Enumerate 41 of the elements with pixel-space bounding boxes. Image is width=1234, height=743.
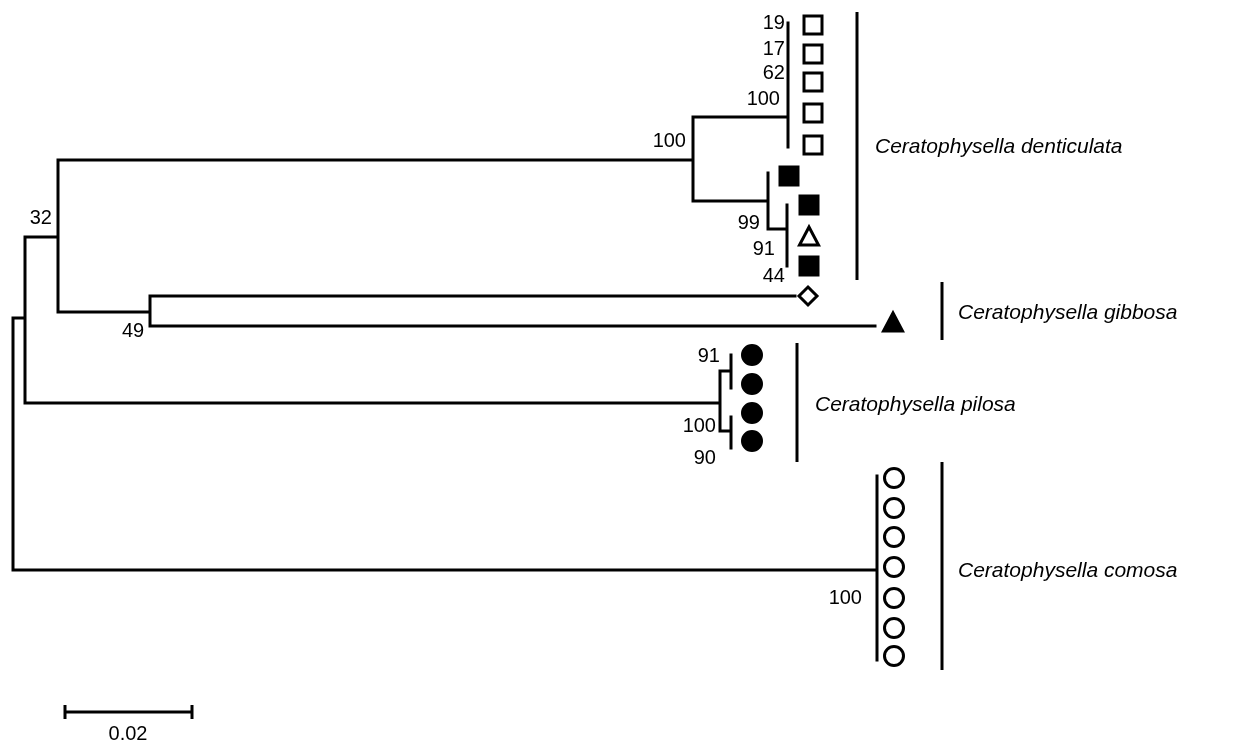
bootstrap-value: 32	[29, 207, 52, 227]
bootstrap-value: 100	[682, 415, 716, 435]
hollow-box-marker	[802, 134, 824, 156]
hollow-box-marker	[802, 14, 824, 36]
solid-triangle-marker	[882, 311, 904, 333]
solid-circle-marker	[741, 402, 763, 424]
hollow-triangle-marker	[798, 225, 820, 247]
solid-circle-marker	[741, 344, 763, 366]
bootstrap-value: 100	[828, 587, 862, 607]
hollow-box-marker	[802, 43, 824, 65]
solid-circle-marker	[741, 373, 763, 395]
solid-box-marker	[798, 194, 820, 216]
solid-circle-marker	[741, 430, 763, 452]
hollow-circle-marker	[883, 556, 905, 578]
hollow-circle-marker	[883, 497, 905, 519]
bootstrap-value: 17	[762, 38, 785, 58]
bootstrap-value: 99	[737, 212, 760, 232]
bootstrap-value: 62	[762, 62, 785, 82]
bootstrap-value: 91	[697, 345, 720, 365]
hollow-circle-marker	[883, 617, 905, 639]
hollow-circle-marker	[883, 526, 905, 548]
hollow-circle-marker	[883, 587, 905, 609]
hollow-box-marker	[802, 102, 824, 124]
hollow-circle-marker	[883, 467, 905, 489]
bootstrap-value: 44	[762, 265, 785, 285]
bootstrap-value: 100	[652, 130, 686, 150]
hollow-circle-marker	[883, 645, 905, 667]
bootstrap-value: 91	[752, 238, 775, 258]
species-label: Ceratophysella denticulata	[875, 134, 1123, 156]
solid-box-marker	[778, 165, 800, 187]
hollow-diamond-marker	[797, 285, 819, 307]
bootstrap-value: 19	[762, 12, 785, 32]
species-label: Ceratophysella pilosa	[815, 392, 1016, 414]
hollow-box-marker	[802, 71, 824, 93]
bootstrap-value: 90	[693, 447, 716, 467]
species-label: Ceratophysella comosa	[958, 558, 1178, 580]
species-label: Ceratophysella gibbosa	[958, 300, 1178, 322]
bootstrap-value: 100	[746, 88, 780, 108]
bootstrap-value: 49	[121, 320, 145, 340]
scale-label: 0.02	[108, 723, 148, 743]
solid-box-marker	[798, 255, 820, 277]
